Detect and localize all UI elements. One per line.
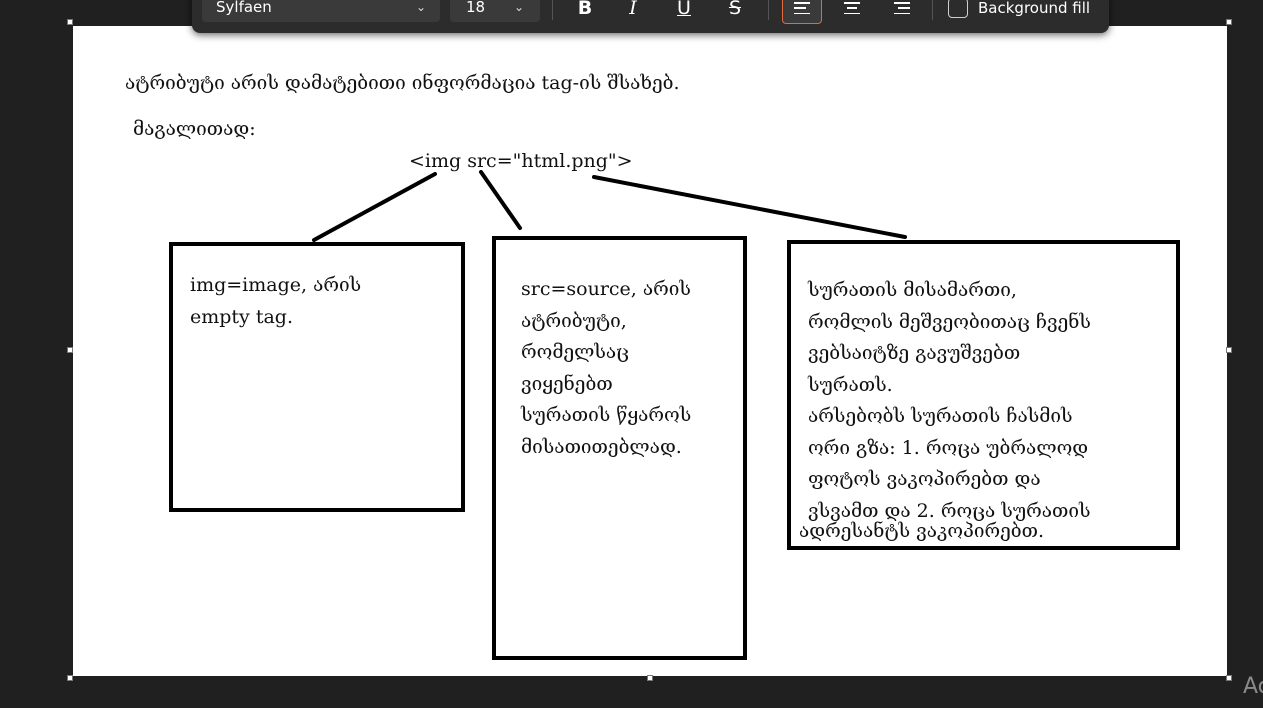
resize-handle-top-right[interactable] [1226, 19, 1232, 25]
font-family-dropdown[interactable]: Sylfaen ⌄ [202, 0, 440, 22]
align-left-icon [794, 2, 810, 14]
align-center-button[interactable] [837, 0, 867, 22]
url-explanation-text: სურათის მისამართი, რომლის მეშვეობითაც ჩვ… [808, 279, 1091, 522]
align-right-icon [894, 2, 910, 14]
italic-button[interactable]: I [629, 0, 637, 19]
resize-handle-bottom-left[interactable] [67, 675, 73, 681]
background-fill-checkbox[interactable] [948, 0, 968, 18]
strikethrough-button[interactable]: S [728, 0, 742, 19]
corner-partial-text: Ac [1243, 674, 1263, 699]
resize-handle-bottom-center[interactable] [647, 675, 653, 681]
toolbar-divider [552, 0, 553, 20]
url-explanation-last-line: ადრესანტს ვაკოპირებთ. [799, 520, 1045, 542]
background-fill-label: Background fill [978, 0, 1091, 17]
resize-handle-middle-right[interactable] [1226, 347, 1232, 353]
resize-handle-top-left[interactable] [67, 19, 73, 25]
font-size-value: 18 [466, 0, 486, 16]
bold-button[interactable]: B [577, 0, 593, 19]
align-right-button[interactable] [887, 0, 917, 22]
resize-handle-bottom-right[interactable] [1226, 675, 1232, 681]
url-explanation-box: სურათის მისამართი, რომლის მეშვეობითაც ჩვ… [787, 240, 1180, 550]
font-family-value: Sylfaen [216, 0, 272, 16]
chevron-down-icon: ⌄ [513, 0, 524, 14]
src-explanation-text: src=source, არის ატრიბუტი, რომელსაც ვიყე… [521, 278, 692, 458]
text-format-toolbar: Sylfaen ⌄ 18 ⌄ B I U S Background fill [192, 0, 1109, 33]
img-explanation-text: img=image, არის empty tag. [190, 274, 362, 328]
img-explanation-box: img=image, არის empty tag. [169, 242, 465, 512]
toolbar-divider [932, 0, 933, 20]
chevron-down-icon: ⌄ [415, 0, 426, 14]
example-label: მაგალითად: [133, 118, 256, 140]
toolbar-divider [768, 0, 769, 20]
align-left-button[interactable] [782, 0, 822, 24]
src-explanation-box: src=source, არის ატრიბუტი, რომელსაც ვიყე… [492, 236, 747, 660]
font-size-dropdown[interactable]: 18 ⌄ [450, 0, 540, 22]
underline-button[interactable]: U [677, 0, 691, 19]
intro-text: ატრიბუტი არის დამატებითი ინფორმაცია tag-… [125, 72, 680, 94]
align-center-icon [844, 2, 860, 14]
background-fill-toggle[interactable]: Background fill [948, 0, 1090, 22]
code-example: <img src="html.png"> [409, 150, 633, 172]
resize-handle-middle-left[interactable] [67, 347, 73, 353]
